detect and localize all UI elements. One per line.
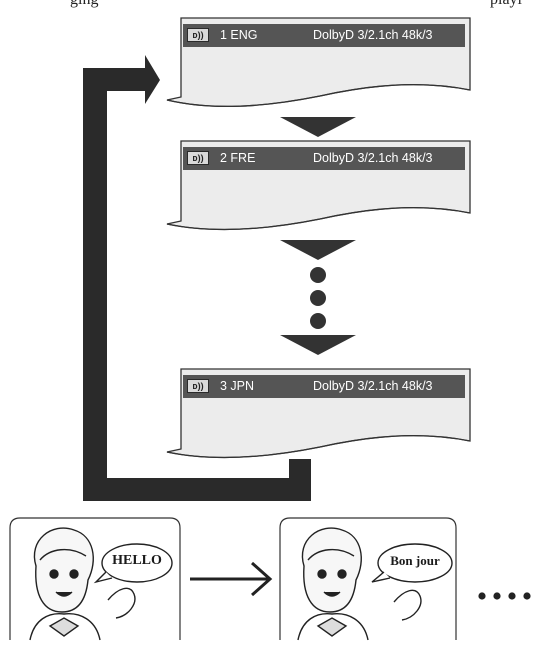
audio-icon: ᴅ)) — [187, 379, 209, 393]
osd-bar-3: ᴅ)) 3 JPN DolbyD 3/2.1ch 48k/3 — [183, 375, 465, 398]
continuation-dot — [310, 267, 326, 283]
format-label-2: DolbyD 3/2.1ch 48k/3 — [313, 147, 433, 170]
osd-bar-1: ᴅ)) 1 ENG DolbyD 3/2.1ch 48k/3 — [183, 24, 465, 47]
track-label-1: 1 ENG — [220, 24, 258, 47]
ellipsis-dot — [478, 592, 485, 599]
down-arrow-1 — [280, 117, 356, 137]
track-label-2: 2 FRE — [220, 147, 255, 170]
speech-text-2: Bon jour — [378, 553, 452, 569]
continuation-dot — [310, 290, 326, 306]
format-label-3: DolbyD 3/2.1ch 48k/3 — [313, 375, 433, 398]
audio-icon: ᴅ)) — [187, 151, 209, 165]
down-arrow-2 — [280, 240, 356, 260]
osd-bar-2: ᴅ)) 2 FRE DolbyD 3/2.1ch 48k/3 — [183, 147, 465, 170]
track-label-3: 3 JPN — [220, 375, 254, 398]
audio-icon: ᴅ)) — [187, 28, 209, 42]
format-label-1: DolbyD 3/2.1ch 48k/3 — [313, 24, 433, 47]
down-arrow-3 — [280, 335, 356, 355]
ellipsis-dot — [493, 592, 500, 599]
speech-text-1: HELLO — [102, 553, 172, 569]
ellipsis-dot — [523, 592, 530, 599]
continuation-dot — [310, 313, 326, 329]
ellipsis-dot — [508, 592, 515, 599]
